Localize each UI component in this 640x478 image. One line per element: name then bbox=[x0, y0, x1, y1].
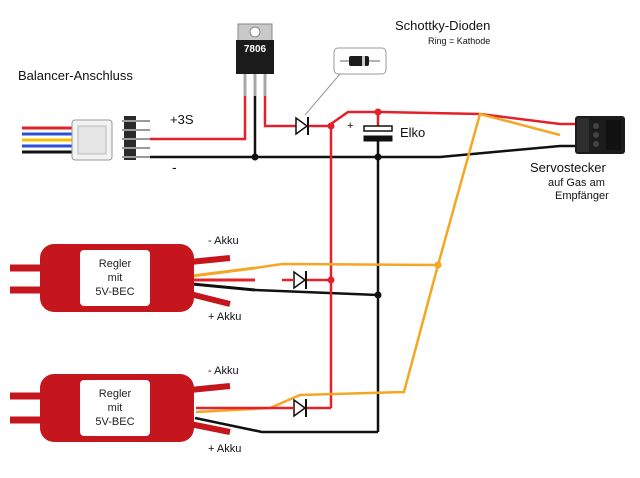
esc-2-minus-akku: - Akku bbox=[208, 365, 239, 377]
elko-plus-label: + bbox=[347, 120, 353, 132]
esc-1-minus-akku: - Akku bbox=[208, 235, 239, 247]
elko-label: Elko bbox=[400, 125, 425, 140]
schottky-subtitle: Ring = Kathode bbox=[428, 36, 490, 46]
esc-1-label-line1: Regler bbox=[99, 258, 132, 270]
esc-2-plus-akku: + Akku bbox=[208, 443, 241, 455]
servo-title: Servostecker bbox=[530, 160, 607, 175]
servo-connector bbox=[575, 116, 625, 154]
esc-2 bbox=[10, 374, 231, 442]
esc-2-label-line2: mit bbox=[108, 402, 123, 414]
positive-wires bbox=[150, 96, 575, 410]
capacitor-elko bbox=[363, 125, 393, 142]
minus-label: - bbox=[172, 159, 177, 175]
esc-2-label-line1: Regler bbox=[99, 388, 132, 400]
balancer-connector bbox=[22, 116, 150, 161]
esc-2-label-line3: 5V-BEC bbox=[95, 416, 134, 428]
schottky-diode-2 bbox=[282, 270, 307, 290]
plus-3s-label: +3S bbox=[170, 112, 194, 127]
junction-dots bbox=[251, 108, 442, 299]
diode-callout bbox=[304, 47, 387, 116]
signal-wires bbox=[195, 112, 561, 414]
servo-subtitle-2: Empfänger bbox=[555, 190, 609, 202]
esc-1-label-line3: 5V-BEC bbox=[95, 286, 134, 298]
servo-subtitle-1: auf Gas am bbox=[548, 177, 605, 189]
esc-1 bbox=[10, 244, 256, 312]
esc-1-label-line2: mit bbox=[108, 272, 123, 284]
regulator-chip-label: 7806 bbox=[244, 44, 267, 55]
voltage-regulator-7806 bbox=[236, 23, 274, 96]
balancer-label: Balancer-Anschluss bbox=[18, 68, 133, 83]
schottky-diode-3 bbox=[196, 398, 307, 418]
ground-wires bbox=[150, 96, 575, 434]
schottky-title: Schottky-Dioden bbox=[395, 18, 490, 33]
schottky-diode-1 bbox=[295, 116, 309, 136]
esc-1-plus-akku: + Akku bbox=[208, 311, 241, 323]
